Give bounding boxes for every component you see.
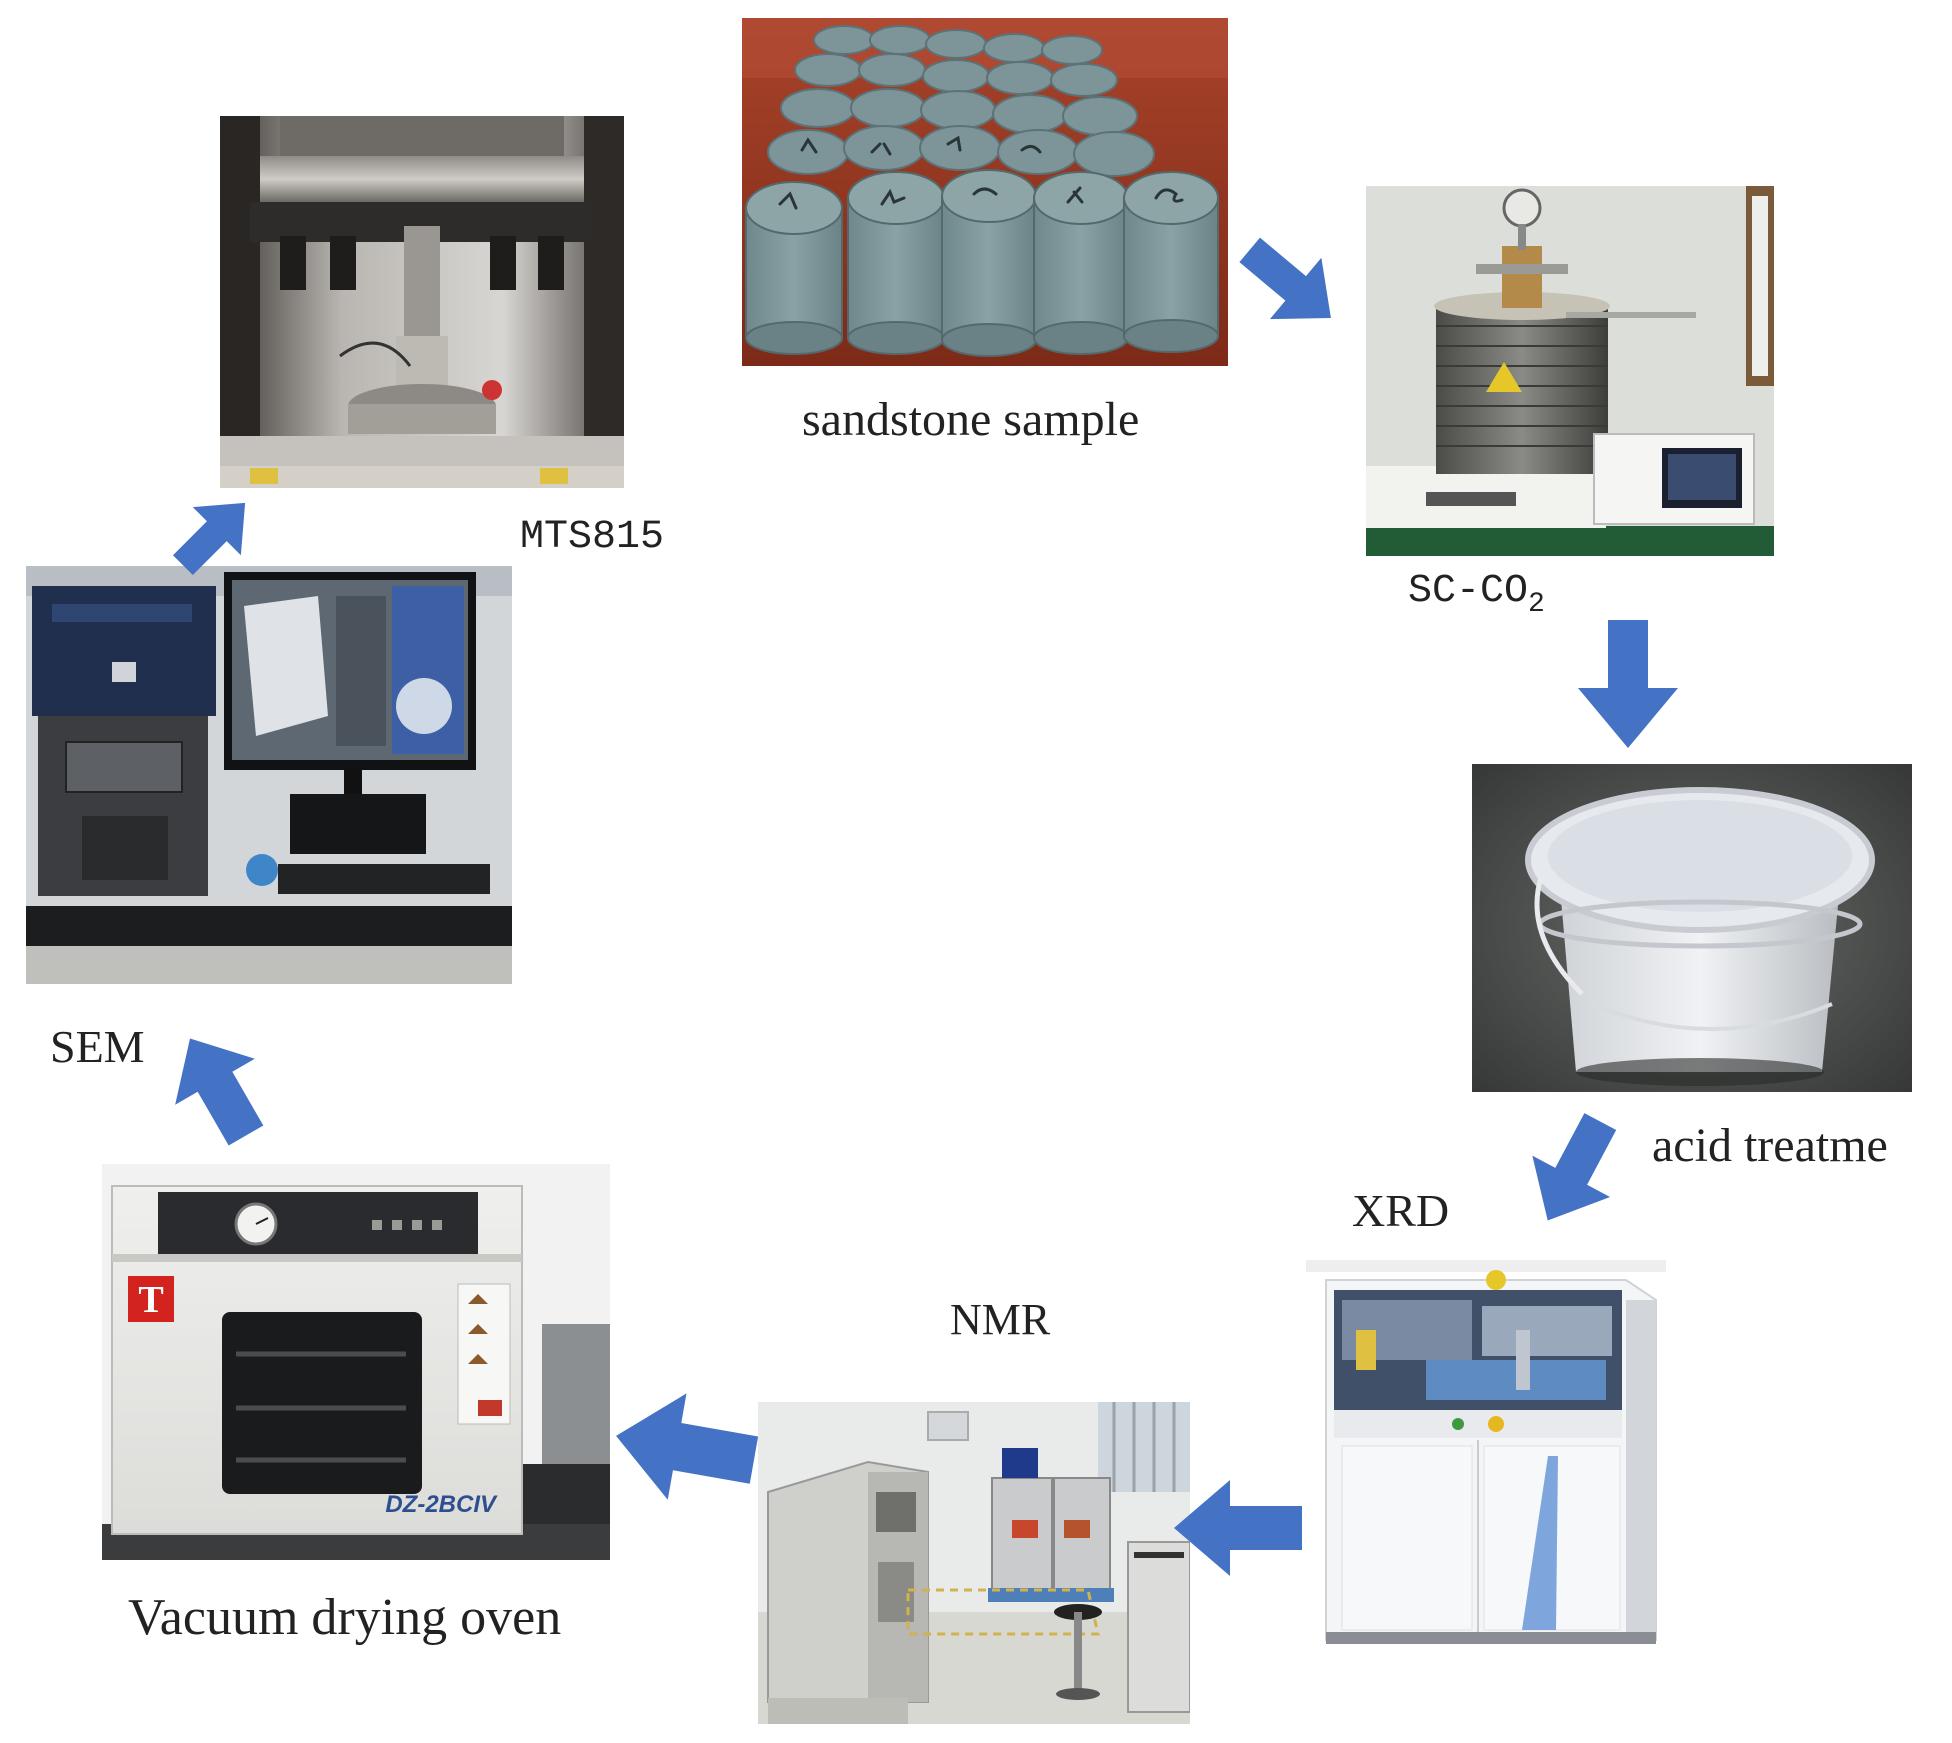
arrow-oven-to-sem <box>158 1022 278 1152</box>
nmr-label: NMR <box>950 1295 1051 1344</box>
vacuum-drying-oven-label: Vacuum drying oven <box>128 1589 562 1646</box>
oven-logo-text: T <box>138 1279 163 1321</box>
vacuum-drying-oven-photo: T DZ-2BCIV <box>102 1164 610 1560</box>
arrow-scco2-to-acid <box>1568 614 1688 754</box>
mts815-testing-machine-photo <box>220 116 624 488</box>
sem-microscope-photo <box>26 566 512 984</box>
arrow-sem-to-mts <box>164 484 264 584</box>
oven-model-text: DZ-2BCIV <box>385 1491 498 1518</box>
sem-label: SEM <box>50 1021 145 1072</box>
sandstone-sample-label: sandstone sample <box>802 393 1140 446</box>
arrow-sandstone-to-scco2 <box>1228 222 1348 342</box>
sandstone-sample-photo <box>742 18 1228 366</box>
arrow-xrd-to-nmr <box>1170 1478 1306 1578</box>
arrow-acid-to-xrd <box>1514 1106 1634 1236</box>
mts815-label: MTS815 <box>520 515 665 560</box>
xrd-label: XRD <box>1352 1185 1450 1236</box>
sc-co2-reactor-photo <box>1366 186 1774 556</box>
acid-treatment-bucket-photo <box>1472 764 1912 1092</box>
sc-co2-label-subscript: 2 <box>1528 589 1545 620</box>
sc-co2-label-main: SC-CO <box>1408 569 1529 614</box>
xrd-diffractometer-photo <box>1306 1260 1666 1656</box>
acid-treatment-label: acid treatme <box>1652 1119 1888 1172</box>
arrow-nmr-to-oven <box>610 1390 760 1506</box>
sc-co2-label: SC-CO2 <box>1408 572 1545 619</box>
nmr-room-photo <box>758 1402 1190 1724</box>
